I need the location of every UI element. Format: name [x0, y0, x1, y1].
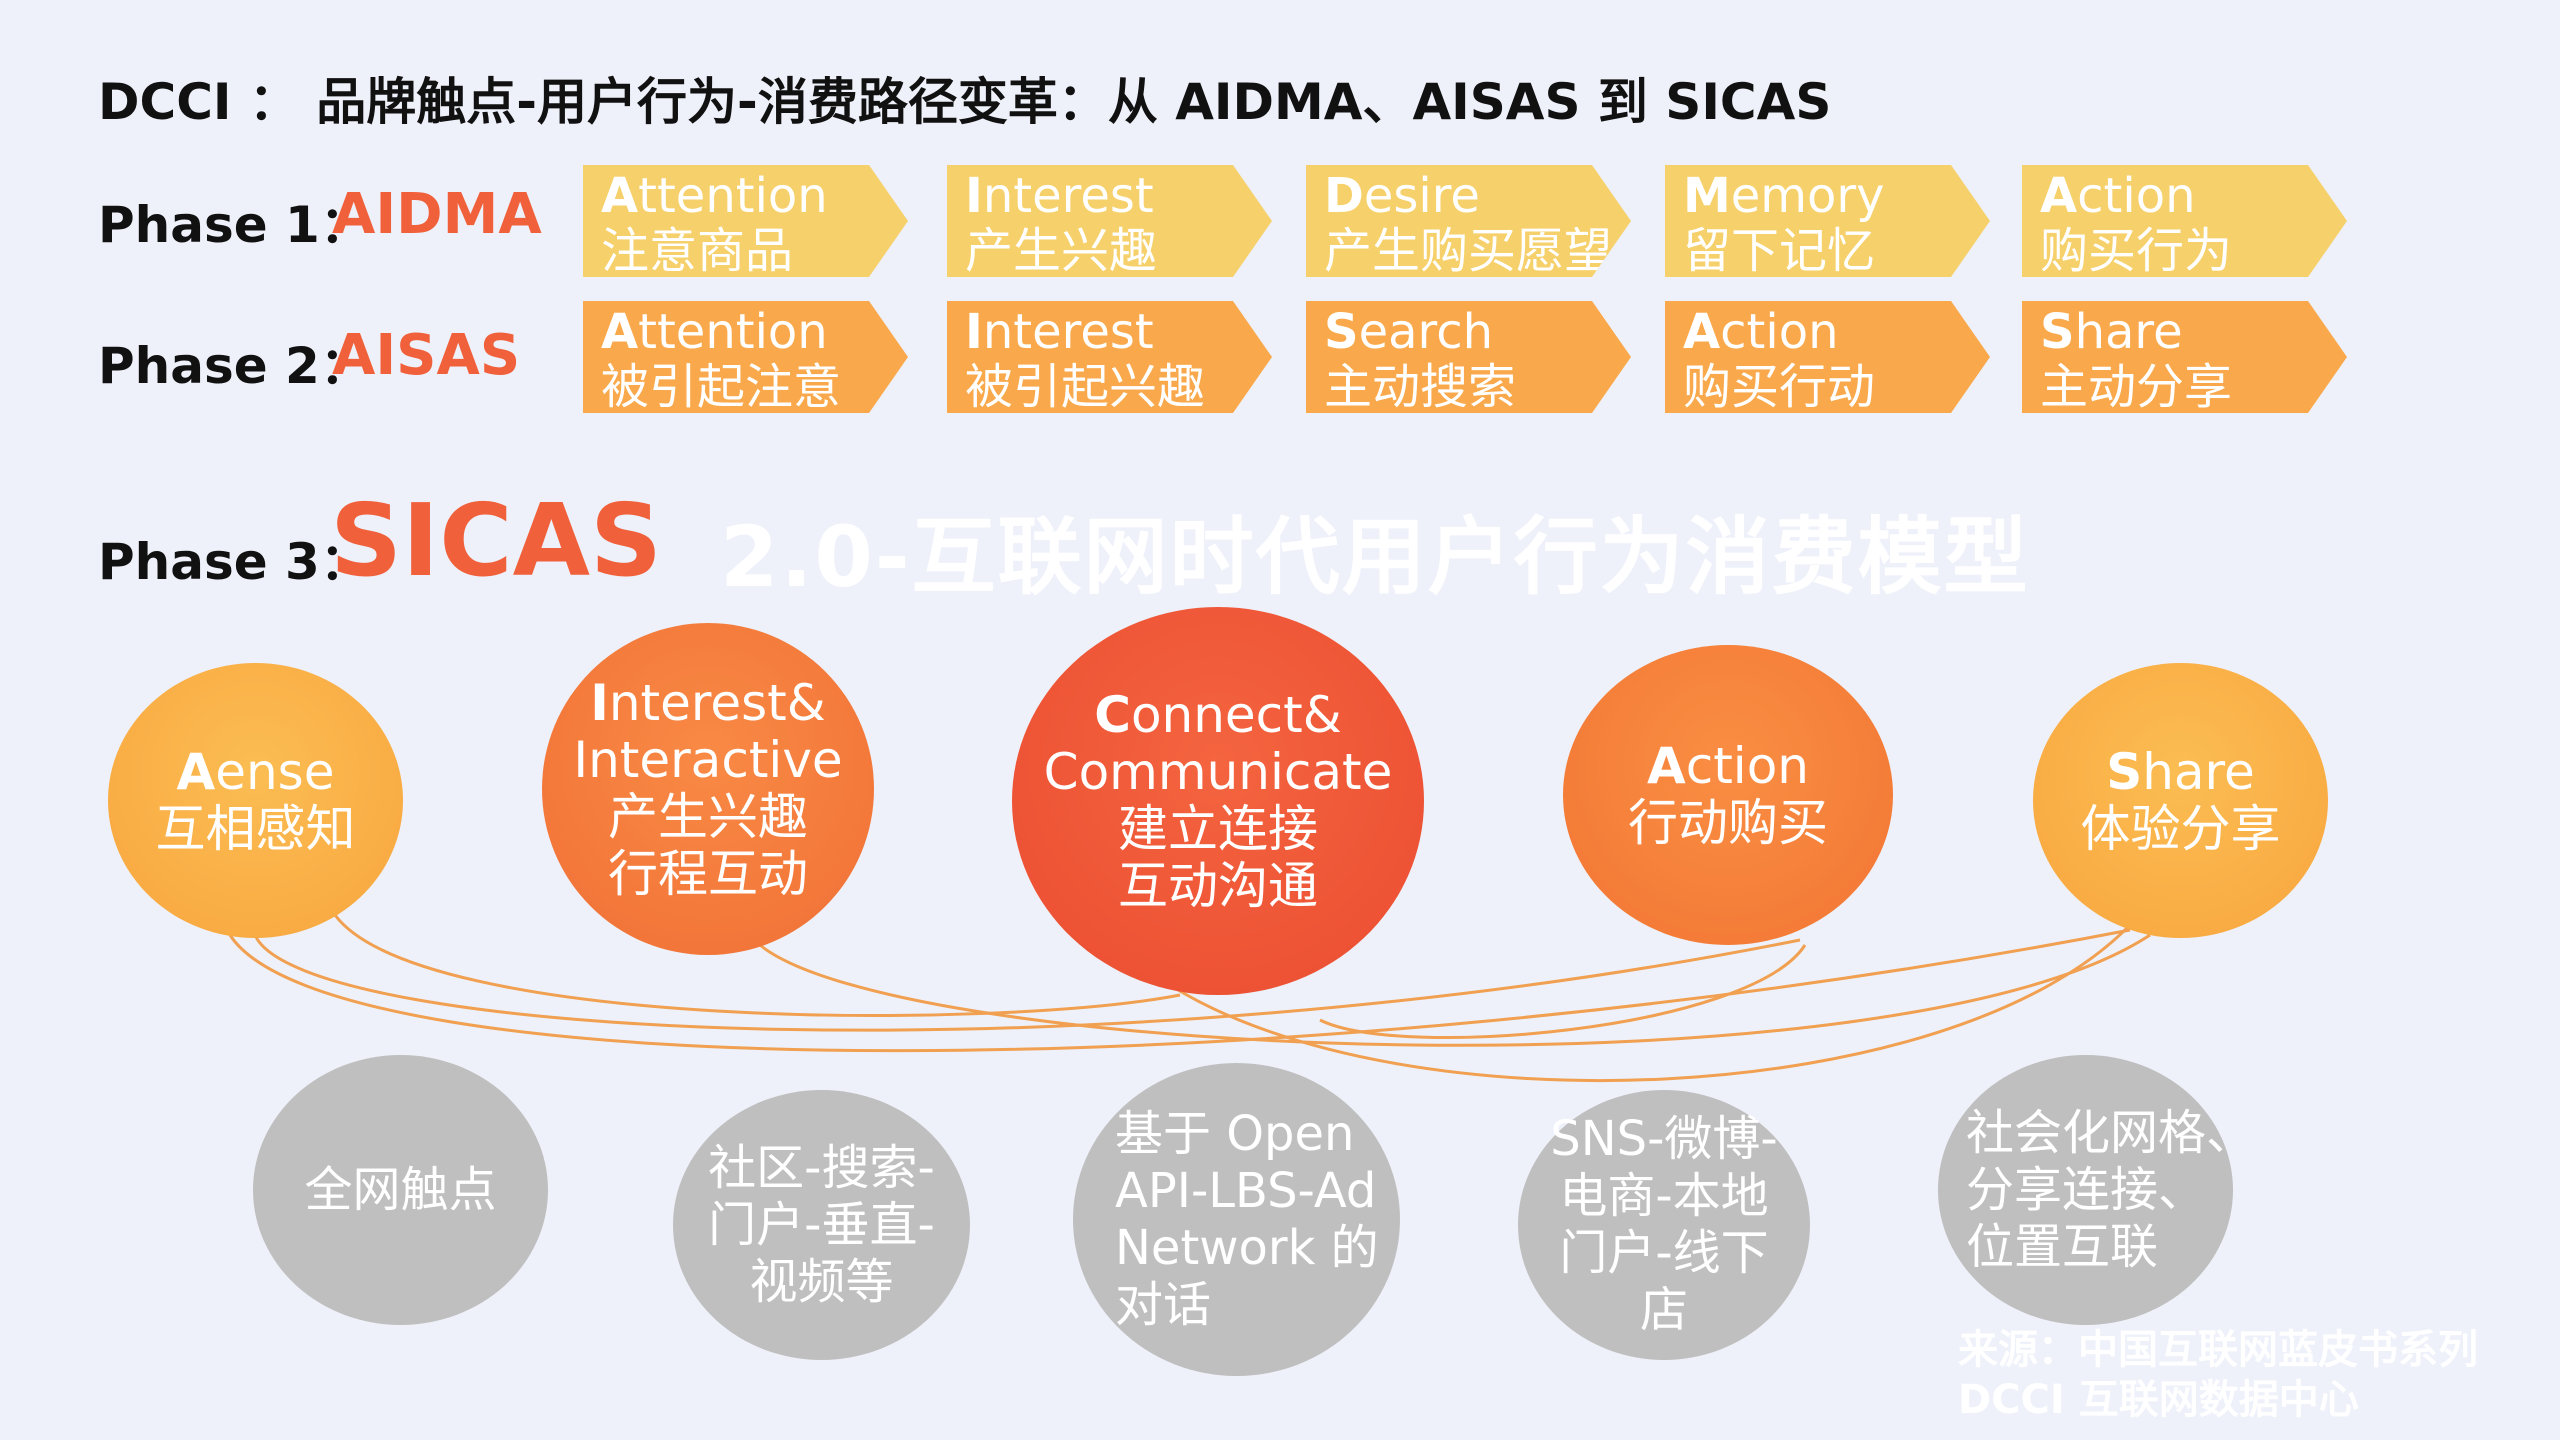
- phase1-row: Phase 1：: [98, 185, 538, 255]
- aisas-step-attention: Attention 被引起注意: [583, 301, 908, 413]
- curve-action-to-share: [1319, 944, 1807, 1040]
- source-note: 来源：中国互联网蓝皮书系列 DCCI 互联网数据中心: [1958, 1325, 2478, 1425]
- curve-sense-to-action: [253, 934, 1801, 1032]
- touchpoint-social-network: 社会化网格、 分享连接、 位置互联: [1938, 1055, 2254, 1325]
- aidma-step-interest: Interest 产生兴趣: [947, 165, 1272, 277]
- aisas-step-search: Search 主动搜索: [1306, 301, 1631, 413]
- touchpoint-community-search: 社区-搜索- 门户-垂直- 视频等: [673, 1090, 970, 1360]
- phase1-name: AIDMA: [332, 182, 542, 247]
- aisas-step-action: Action 购买行动: [1665, 301, 1990, 413]
- curve-connect-to-share: [1169, 923, 2132, 1082]
- phase3-subtitle: 2.0-互联网时代用户行为消费模型: [720, 508, 2030, 606]
- phase2-row: Phase 2：: [98, 326, 538, 396]
- sicas-node-connect: Connect& Communicate 建立连接 互动沟通: [1012, 607, 1424, 995]
- sicas-node-share: Share 体验分享: [2033, 663, 2328, 938]
- page-title: DCCI ： 品牌触点-用户行为-消费路径变革：从 AIDMA、AISAS 到 …: [98, 73, 1832, 131]
- curve-interest-to-connect: [333, 914, 1181, 1017]
- curve-interest-to-share: [759, 933, 2151, 1047]
- aisas-step-share: Share 主动分享: [2022, 301, 2347, 413]
- touchpoint-open-api: 基于 Open API-LBS-Ad Network 的 对话: [1073, 1063, 1400, 1376]
- source-line-2: DCCI 互联网数据中心: [1958, 1377, 2359, 1423]
- source-line-1: 来源：中国互联网蓝皮书系列: [1958, 1327, 2478, 1373]
- touchpoint-all-network: 全网触点: [253, 1055, 548, 1325]
- aisas-step-interest: Interest 被引起兴趣: [947, 301, 1272, 413]
- aidma-step-memory: Memory 留下记忆: [1665, 165, 1990, 277]
- phase1-label: Phase 1：: [98, 196, 370, 254]
- phase3-name: SICAS: [330, 482, 663, 599]
- sicas-node-interest: Interest& Interactive 产生兴趣 行程互动: [542, 623, 874, 955]
- touchpoint-sns-weibo: SNS-微博- 电商-本地 门户-线下 店: [1518, 1090, 1810, 1360]
- aidma-step-attention: Attention 注意商品: [583, 165, 908, 277]
- aidma-step-action: Action 购买行为: [2022, 165, 2347, 277]
- phase2-name: AISAS: [332, 323, 521, 388]
- curve-sense-to-share: [228, 928, 2131, 1053]
- phase2-label: Phase 2：: [98, 337, 370, 395]
- phase3-label: Phase 3：: [98, 533, 370, 591]
- aidma-step-desire: Desire 产生购买愿望: [1306, 165, 1631, 277]
- sicas-node-action: Action 行动购买: [1563, 645, 1893, 945]
- sicas-node-sense: Aense 互相感知: [108, 663, 403, 938]
